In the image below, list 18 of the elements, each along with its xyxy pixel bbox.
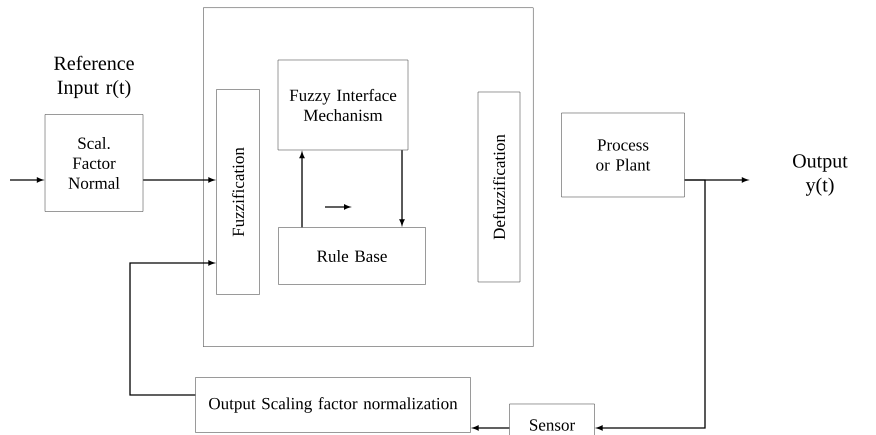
controller-box — [203, 8, 534, 347]
arrow — [596, 179, 706, 430]
arrow — [472, 425, 510, 430]
arrow — [10, 177, 43, 183]
process-box: Fuzzification — [216, 89, 260, 295]
process-box: Fuzzy Interface Mechanism — [278, 60, 408, 150]
process-box: Process or Plant — [561, 112, 685, 198]
process-box: Sensor — [509, 404, 595, 435]
process-box: Output Scaling factor normalization — [195, 377, 471, 433]
arrow — [300, 152, 305, 228]
arrow — [143, 177, 214, 183]
arrow — [399, 150, 405, 226]
output-label: Output y(t) — [793, 154, 848, 196]
arrow — [129, 260, 214, 396]
process-box: Scal. Factor Normal — [44, 114, 144, 212]
process-box: Rule Base — [278, 227, 426, 285]
process-box: Defuzzification — [478, 92, 520, 282]
input-label: Reference Input r(t) — [54, 56, 134, 98]
